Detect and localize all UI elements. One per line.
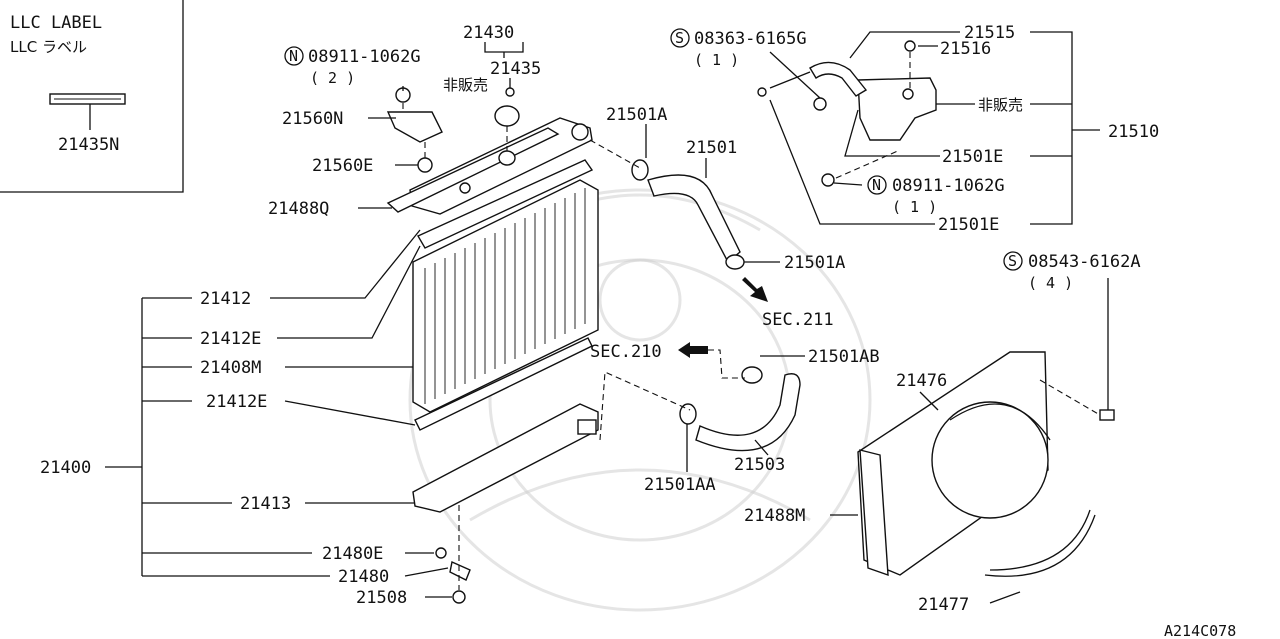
label-21515: 21515 <box>964 23 1015 43</box>
label-21476: 21476 <box>896 371 947 391</box>
figure-id: A214C078 <box>1164 622 1236 639</box>
n-symbol-icon <box>284 46 304 66</box>
label-21488Q: 21488Q <box>268 199 329 219</box>
llc-label-box: LLC LABEL LLC ラベル 21435N <box>0 0 184 193</box>
seal-upper <box>417 159 594 249</box>
label-08543-qty: ( 4 ) <box>1028 274 1073 292</box>
sec-arrows <box>678 277 768 379</box>
label-21560N: 21560N <box>282 109 343 129</box>
label-21480: 21480 <box>338 567 389 587</box>
fan-shroud <box>857 351 1115 577</box>
n-symbol-icon-2 <box>867 175 887 195</box>
llc-label-title: LLC LABEL <box>10 13 102 33</box>
s-symbol-letter-2: S <box>1008 252 1017 270</box>
label-sec211: SEC.211 <box>762 310 834 330</box>
s-symbol-icon-2 <box>1003 251 1023 271</box>
s-symbol-icon-1 <box>670 28 690 48</box>
label-21412E-a: 21412E <box>200 329 261 349</box>
n-symbol-letter: N <box>289 47 298 65</box>
label-21508: 21508 <box>356 588 407 608</box>
label-21501A-a: 21501A <box>606 105 667 125</box>
llc-label-title-jp: LLC ラベル <box>10 38 87 56</box>
label-21501A-b: 21501A <box>784 253 845 273</box>
label-21412E-b: 21412E <box>206 392 267 412</box>
label-08911-b-qty: ( 1 ) <box>892 198 937 216</box>
label-not-for-sale-2: 非販売 <box>978 96 1023 114</box>
label-21560E: 21560E <box>312 156 373 176</box>
radiator-core <box>386 117 599 513</box>
label-21510: 21510 <box>1108 122 1159 142</box>
label-21516: 21516 <box>940 39 991 59</box>
s-symbol-letter-1: S <box>675 29 684 47</box>
label-21408M: 21408M <box>200 358 261 378</box>
llc-label-part-number: 21435N <box>58 135 119 155</box>
label-sec210: SEC.210 <box>590 342 662 362</box>
label-21413: 21413 <box>240 494 291 514</box>
label-21400: 21400 <box>40 458 91 478</box>
leader-lines <box>105 31 1109 604</box>
label-not-for-sale-1: 非販売 <box>443 76 488 94</box>
label-21503: 21503 <box>734 455 785 475</box>
n-symbol-letter-2: N <box>872 176 881 194</box>
label-08363: 08363-6165G <box>694 29 807 49</box>
label-21430: 21430 <box>463 23 514 43</box>
label-21480E: 21480E <box>322 544 383 564</box>
callout-labels: 21430 21435 非販売 N 08911-1062G ( 2 ) 2156… <box>40 23 1236 639</box>
label-08911-a-qty: ( 2 ) <box>310 69 355 87</box>
label-21435: 21435 <box>490 59 541 79</box>
label-21488M: 21488M <box>744 506 805 526</box>
label-21412: 21412 <box>200 289 251 309</box>
label-08363-qty: ( 1 ) <box>694 51 739 69</box>
seal-lower <box>414 337 593 431</box>
lower-hose <box>599 366 801 452</box>
label-08911-b: 08911-1062G <box>892 176 1005 196</box>
top-mounts <box>386 87 520 173</box>
label-21501AA: 21501AA <box>644 475 716 495</box>
label-08543: 08543-6162A <box>1028 252 1141 272</box>
reservoir-tank <box>757 40 937 187</box>
label-21501: 21501 <box>686 138 737 158</box>
upper-hose <box>589 139 745 270</box>
label-21477: 21477 <box>918 595 969 615</box>
label-08911-a: 08911-1062G <box>308 47 421 67</box>
drain-parts <box>435 505 471 604</box>
label-21501E-a: 21501E <box>942 147 1003 167</box>
label-21501E-b: 21501E <box>938 215 999 235</box>
label-21501AB: 21501AB <box>808 347 880 367</box>
